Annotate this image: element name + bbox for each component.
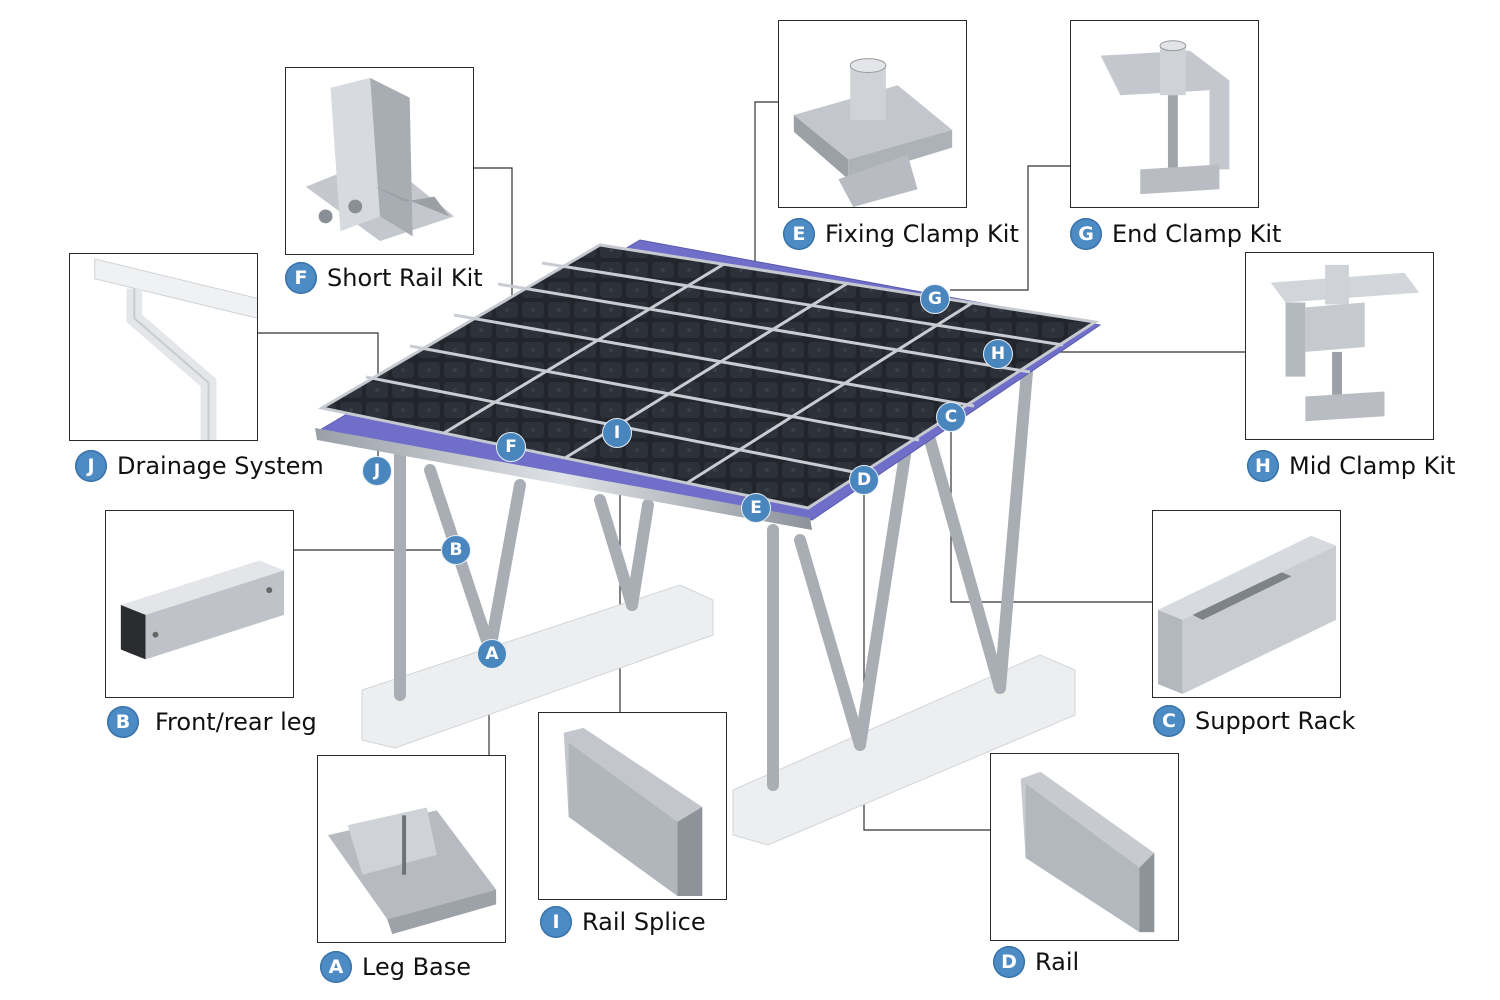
concrete-footing-left	[361, 584, 714, 749]
detail-box-rail	[990, 753, 1179, 941]
marker-A: A	[477, 639, 507, 669]
drainage-image	[94, 258, 257, 440]
concrete-footing-right	[732, 654, 1076, 846]
label-text: Short Rail Kit	[327, 264, 483, 292]
marker-B: B	[441, 535, 471, 565]
marker-C: C	[936, 402, 966, 432]
support-rack-image	[1157, 535, 1337, 695]
label-text: Drainage System	[117, 452, 324, 480]
label-leg-base: A Leg Base	[320, 951, 471, 983]
label-rail-splice: I Rail Splice	[540, 906, 706, 938]
marker-E: E	[741, 493, 771, 523]
rail-image	[1020, 771, 1155, 933]
mid-clamp-image	[1270, 264, 1420, 422]
marker-I: I	[602, 418, 632, 448]
label-text: Leg Base	[362, 953, 472, 981]
connector-G	[950, 165, 1070, 291]
label-support-rack: C Support Rack	[1153, 705, 1355, 737]
marker-H: H	[983, 339, 1013, 369]
badge-J: J	[75, 450, 107, 482]
detail-box-drainage	[69, 253, 258, 441]
label-front-rear-leg: B Front/rear leg	[107, 706, 317, 738]
rail-splice-image	[563, 727, 703, 897]
label-text: End Clamp Kit	[1112, 220, 1282, 248]
badge-I: I	[540, 906, 572, 938]
label-text: Front/rear leg	[155, 708, 317, 736]
label-text: Mid Clamp Kit	[1289, 452, 1456, 480]
detail-box-rail-splice	[538, 712, 727, 900]
detail-box-front-rear-leg	[105, 510, 294, 698]
connector-C	[950, 418, 1152, 603]
label-text: Fixing Clamp Kit	[825, 220, 1019, 248]
badge-C: C	[1153, 705, 1185, 737]
marker-D: D	[849, 465, 879, 495]
detail-box-fixing-clamp	[778, 20, 967, 208]
label-text: Rail	[1035, 948, 1080, 976]
badge-D: D	[993, 946, 1025, 978]
badge-G: G	[1070, 218, 1102, 250]
front-rear-leg-image	[120, 560, 285, 660]
label-text: Rail Splice	[582, 908, 706, 936]
connector-D	[863, 482, 990, 831]
short-rail-image	[305, 77, 455, 242]
label-rail: D Rail	[993, 946, 1079, 978]
label-short-rail-kit: F Short Rail Kit	[285, 262, 483, 294]
front-beam	[315, 428, 812, 530]
detail-box-end-clamp	[1070, 20, 1259, 208]
detail-box-support-rack	[1152, 510, 1341, 698]
carport-legs	[394, 354, 1034, 791]
badge-F: F	[285, 262, 317, 294]
badge-H: H	[1247, 450, 1279, 482]
detail-box-short-rail	[285, 67, 474, 255]
leg-base-image	[327, 807, 497, 935]
marker-G: G	[920, 284, 950, 314]
detail-box-mid-clamp	[1245, 252, 1434, 440]
fixing-clamp-image	[793, 58, 953, 207]
badge-A: A	[320, 951, 352, 983]
badge-E: E	[783, 218, 815, 250]
badge-B: B	[107, 706, 139, 738]
label-text: Support Rack	[1195, 707, 1356, 735]
label-drainage-system: J Drainage System	[75, 450, 324, 482]
label-end-clamp-kit: G End Clamp Kit	[1070, 218, 1281, 250]
marker-F: F	[496, 432, 526, 462]
marker-J: J	[362, 456, 392, 486]
detail-box-leg-base	[317, 755, 506, 943]
label-mid-clamp-kit: H Mid Clamp Kit	[1247, 450, 1455, 482]
label-fixing-clamp-kit: E Fixing Clamp Kit	[783, 218, 1019, 250]
end-clamp-image	[1100, 40, 1230, 195]
